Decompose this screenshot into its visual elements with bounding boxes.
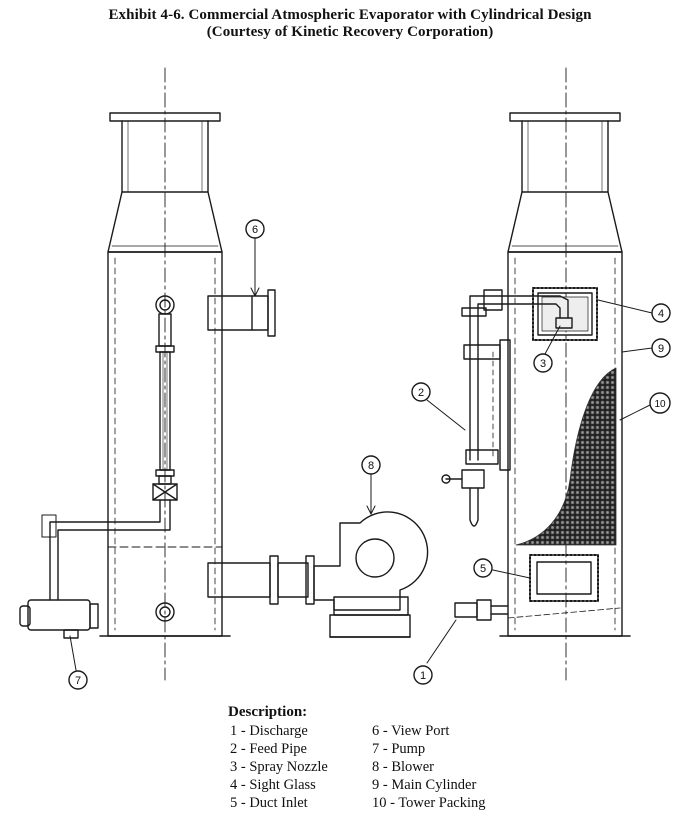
callout-9: 9 bbox=[651, 338, 671, 358]
callout-6: 6 bbox=[245, 219, 265, 239]
svg-text:9: 9 bbox=[658, 343, 664, 355]
legend-item-10: 10 - Tower Packing bbox=[372, 795, 486, 811]
svg-text:2: 2 bbox=[418, 387, 424, 399]
svg-text:5: 5 bbox=[480, 563, 486, 575]
spray-nozzle-pipe bbox=[507, 295, 569, 319]
callout-2: 2 bbox=[411, 382, 431, 402]
callout-4: 4 bbox=[651, 303, 671, 323]
legend-item-1: 1 - Discharge bbox=[230, 723, 308, 739]
legend-item-4: 4 - Sight Glass bbox=[230, 777, 316, 793]
svg-text:1: 1 bbox=[420, 670, 426, 682]
legend-item-2: 2 - Feed Pipe bbox=[230, 741, 307, 757]
svg-text:3: 3 bbox=[540, 358, 546, 370]
legend-item-8: 8 - Blower bbox=[372, 759, 435, 775]
description-heading: Description: bbox=[228, 704, 308, 720]
legend-item-9: 9 - Main Cylinder bbox=[372, 777, 477, 793]
callout-7: 7 bbox=[68, 670, 88, 690]
legend-item-6: 6 - View Port bbox=[372, 723, 450, 739]
discharge-right bbox=[454, 599, 621, 621]
callout-5: 5 bbox=[473, 558, 493, 578]
right-evaporator-view bbox=[441, 67, 631, 681]
discharge-flange-left bbox=[109, 112, 221, 122]
left-evaporator-view bbox=[19, 67, 315, 681]
svg-text:6: 6 bbox=[252, 224, 258, 236]
svg-text:4: 4 bbox=[658, 308, 664, 320]
legend-item-3: 3 - Spray Nozzle bbox=[230, 759, 328, 775]
figure-subtitle: (Courtesy of Kinetic Recovery Corporatio… bbox=[206, 24, 494, 40]
callout-leaders bbox=[69, 237, 653, 671]
callout-1: 1 bbox=[413, 665, 433, 685]
callout-10: 10 bbox=[649, 392, 671, 414]
figure-title: Exhibit 4-6. Commercial Atmospheric Evap… bbox=[108, 7, 592, 23]
legend-item-7: 7 - Pump bbox=[372, 741, 426, 757]
svg-text:10: 10 bbox=[654, 399, 666, 410]
view-port-left bbox=[207, 289, 276, 337]
duct-inlet-right bbox=[529, 554, 599, 602]
svg-text:8: 8 bbox=[368, 460, 374, 472]
blower bbox=[313, 511, 429, 638]
sight-glass-right bbox=[532, 287, 598, 341]
discharge-flange-right bbox=[509, 112, 621, 122]
callout-3: 3 bbox=[533, 353, 553, 373]
pump-left bbox=[19, 599, 99, 639]
svg-text:7: 7 bbox=[75, 675, 81, 687]
tower-packing bbox=[515, 367, 617, 546]
evaporator-diagram: 6 8 7 2 3 4 9 10 5 1 bbox=[19, 67, 671, 690]
legend-item-5: 5 - Duct Inlet bbox=[230, 795, 308, 811]
callout-8: 8 bbox=[361, 455, 381, 475]
